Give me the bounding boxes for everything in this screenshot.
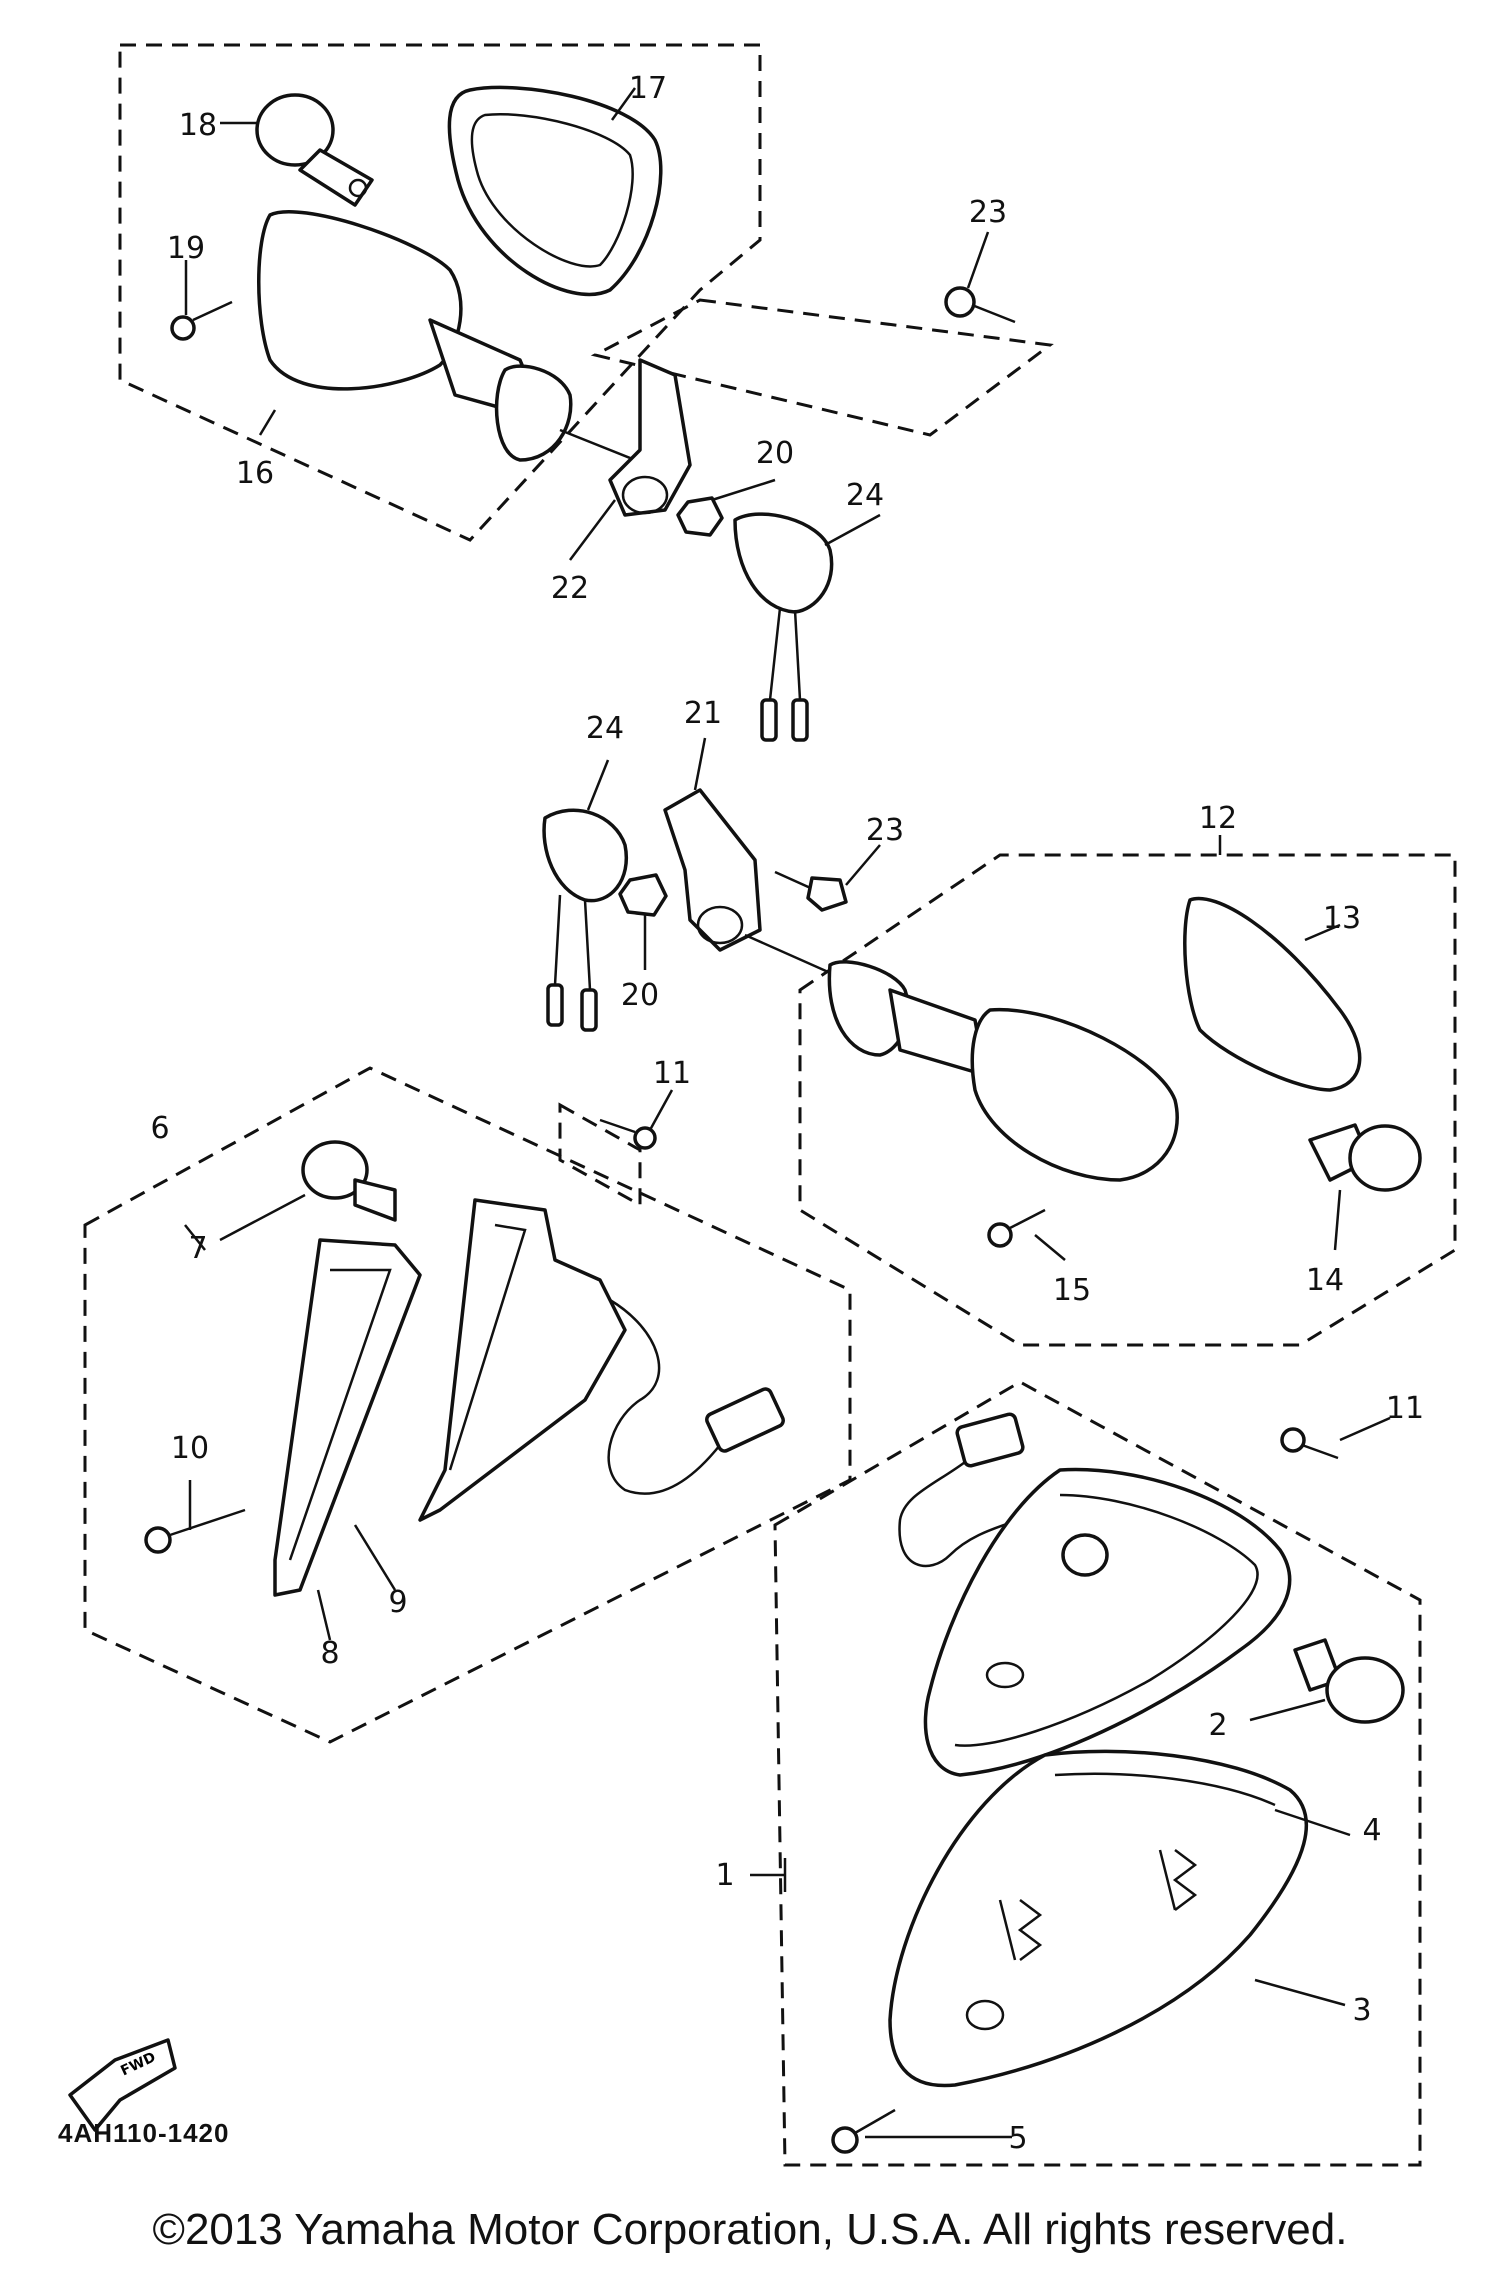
screw-23-lower xyxy=(774,870,848,912)
fwd-arrow-icon: FWD xyxy=(68,2038,177,2132)
copyright-notice: ©2013 Yamaha Motor Corporation, U.S.A. A… xyxy=(152,2205,1348,2254)
callout-16: 16 xyxy=(236,456,274,491)
callout-22: 22 xyxy=(551,571,589,606)
body-9 xyxy=(418,1198,627,1522)
housing-16 xyxy=(257,210,641,464)
bracket-22 xyxy=(608,358,692,517)
grommet-24-upper xyxy=(733,512,834,742)
bulb-7 xyxy=(301,1140,397,1222)
callout-8: 8 xyxy=(320,1636,339,1671)
callout-2: 2 xyxy=(1208,1708,1227,1743)
housing-12 xyxy=(744,933,1179,1182)
callout-5: 5 xyxy=(1008,2121,1027,2156)
screw-15 xyxy=(987,1208,1046,1248)
screw-5 xyxy=(831,2108,896,2154)
callout-1: 1 xyxy=(715,1858,734,1893)
callout-12: 12 xyxy=(1199,801,1237,836)
callout-21: 21 xyxy=(684,696,722,731)
callout-13: 13 xyxy=(1323,901,1361,936)
callout-15: 15 xyxy=(1053,1273,1091,1308)
harness-connector xyxy=(607,1298,785,1495)
bulb-18 xyxy=(255,93,374,207)
callout-24-lower: 24 xyxy=(586,711,624,746)
grommet-24-lower xyxy=(542,808,629,1032)
group-23-outline xyxy=(590,298,1054,437)
callout-9: 9 xyxy=(388,1585,407,1620)
diagram-code: 4AH110-1420 xyxy=(58,2118,230,2148)
screw-11-upper xyxy=(599,1118,657,1150)
housing-1 xyxy=(898,1412,1292,1777)
leader-lines xyxy=(184,87,1391,2139)
bracket-21 xyxy=(663,788,762,952)
callout-19: 19 xyxy=(167,231,205,266)
bulb-2 xyxy=(1293,1638,1405,1724)
nut-20-upper xyxy=(676,496,724,537)
callout-3: 3 xyxy=(1352,1993,1371,2028)
callout-7: 7 xyxy=(188,1231,207,1266)
callout-24-upper: 24 xyxy=(846,478,884,513)
callout-20-upper: 20 xyxy=(756,436,794,471)
screw-19 xyxy=(170,300,233,341)
callout-11-upper: 11 xyxy=(653,1056,691,1091)
lens-3 xyxy=(888,1749,1309,2088)
callout-23-upper: 23 xyxy=(969,195,1007,230)
lens-17 xyxy=(447,85,663,297)
lens-8 xyxy=(273,1238,422,1597)
lens-13 xyxy=(1183,896,1362,1092)
callout-4: 4 xyxy=(1362,1813,1381,1848)
callout-20-lower: 20 xyxy=(621,978,659,1013)
group-11-outline xyxy=(558,1102,642,1208)
callout-14: 14 xyxy=(1306,1263,1344,1298)
screw-11-lower xyxy=(1280,1427,1339,1460)
callout-23-lower: 23 xyxy=(866,813,904,848)
group-12-outline xyxy=(798,853,1457,1347)
nut-20-lower xyxy=(618,873,668,917)
screw-10 xyxy=(144,1508,246,1554)
callout-6: 6 xyxy=(150,1111,169,1146)
screw-23-upper xyxy=(944,286,1016,324)
callout-18: 18 xyxy=(179,108,217,143)
callout-10: 10 xyxy=(171,1431,209,1466)
bulb-14 xyxy=(1308,1123,1422,1192)
callout-11-lower: 11 xyxy=(1386,1391,1424,1426)
callout-17: 17 xyxy=(629,71,667,106)
group-1-outline xyxy=(773,1380,1422,2167)
group-16-outline xyxy=(118,43,762,542)
